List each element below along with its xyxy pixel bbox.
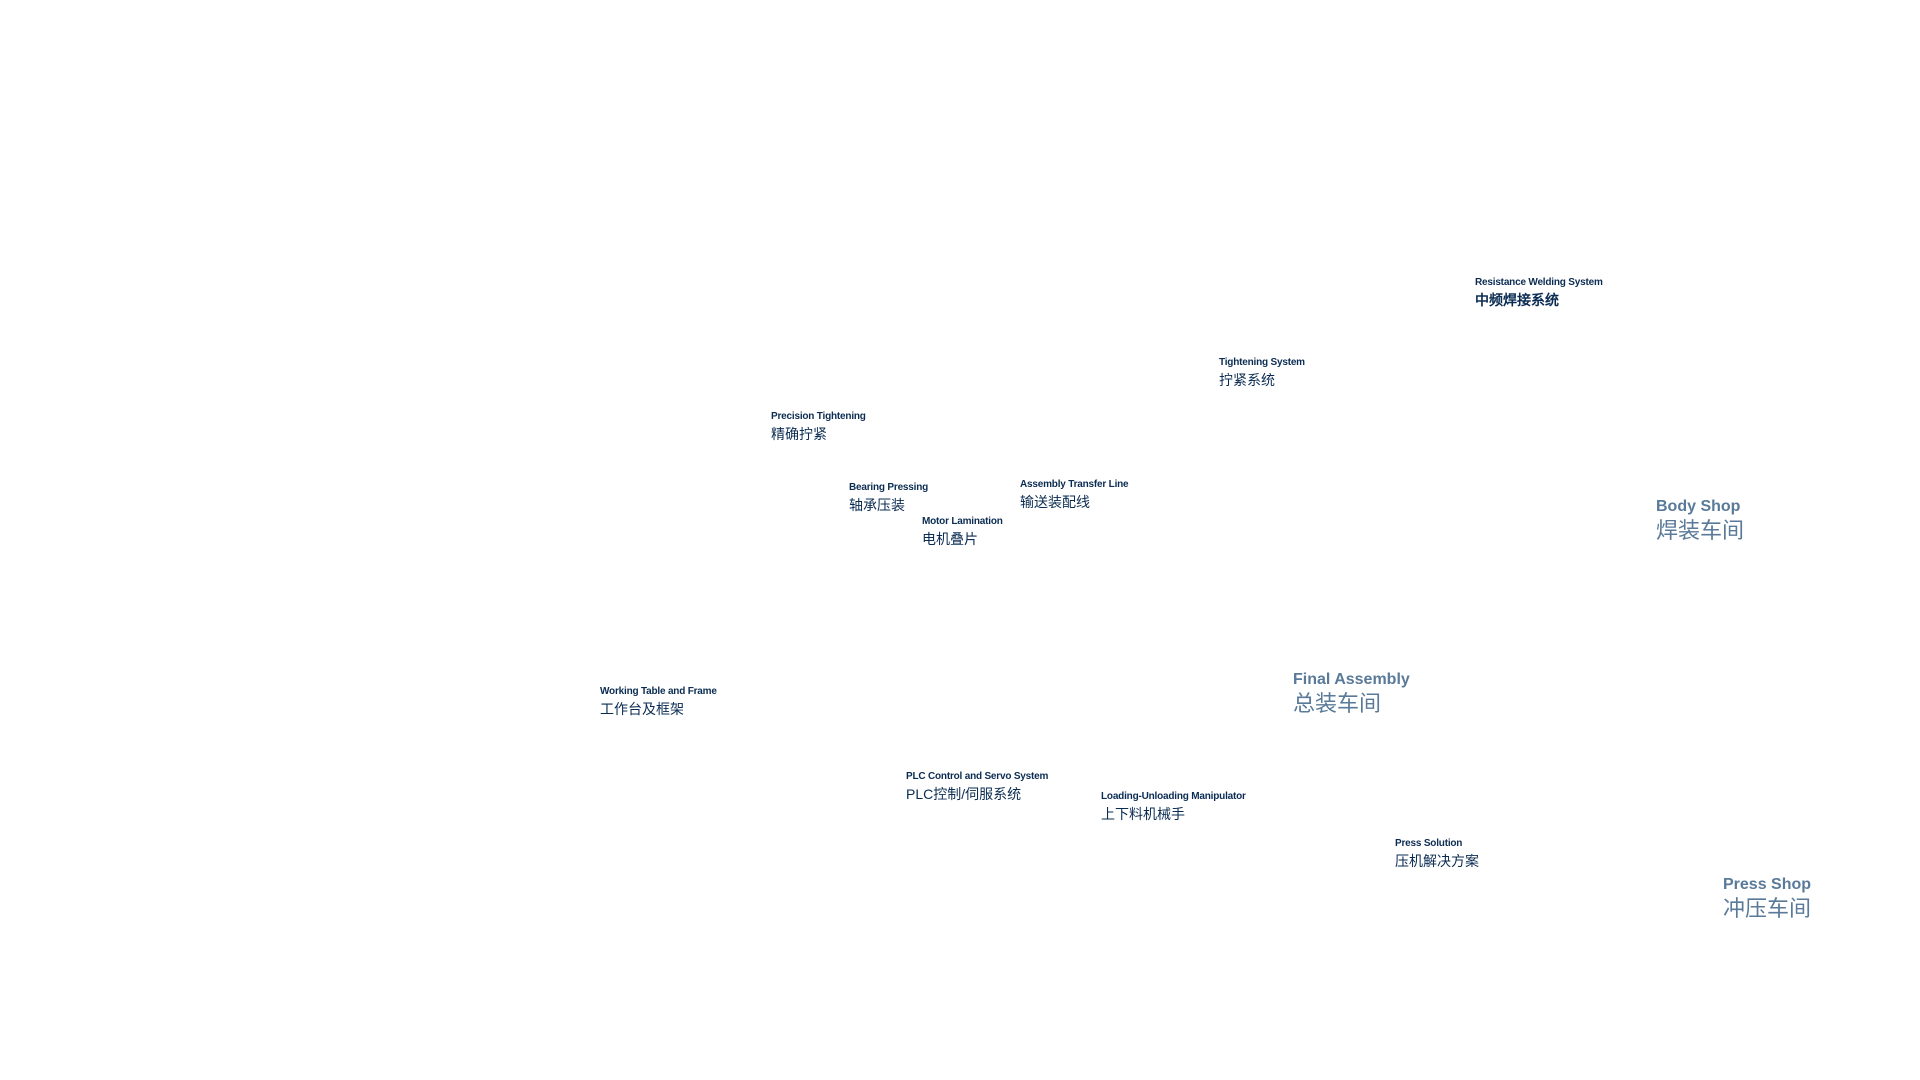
label-bearing-pressing-zh: 轴承压装 xyxy=(849,497,905,513)
label-motor-lamination-zh: 电机叠片 xyxy=(922,531,978,547)
zone-press-shop-en: Press Shop xyxy=(1723,876,1812,893)
label-bearing-pressing: Bearing Pressing 轴承压装 xyxy=(849,482,928,514)
label-plc-control: PLC Control and Servo System PLC控制/伺服系统 xyxy=(906,771,1048,803)
label-bearing-pressing-en: Bearing Pressing xyxy=(849,482,929,493)
label-resistance-welding-zh: 中频焊接系统 xyxy=(1475,292,1559,308)
label-precision-tightening: Precision Tightening 精确拧紧 xyxy=(771,411,866,443)
label-press-solution-en: Press Solution xyxy=(1395,838,1463,849)
zone-final-assembly-zh: 总装车间 xyxy=(1293,691,1382,717)
label-working-table-zh: 工作台及框架 xyxy=(600,701,684,717)
label-assembly-transfer-line-en: Assembly Transfer Line xyxy=(1020,479,1129,490)
label-loading-unloading: Loading-Unloading Manipulator 上下料机械手 xyxy=(1101,791,1246,823)
zone-body-shop-zh: 焊装车间 xyxy=(1656,518,1745,544)
label-precision-tightening-en: Precision Tightening xyxy=(771,411,866,422)
label-working-table-en: Working Table and Frame xyxy=(600,686,717,697)
label-plc-control-zh: PLC控制/伺服系统 xyxy=(906,786,1022,802)
label-resistance-welding: Resistance Welding System 中频焊接系统 xyxy=(1475,277,1603,309)
label-press-solution-zh: 压机解决方案 xyxy=(1395,853,1479,869)
label-tightening-system-zh: 拧紧系统 xyxy=(1219,372,1275,388)
label-loading-unloading-zh: 上下料机械手 xyxy=(1101,806,1185,822)
label-press-solution: Press Solution 压机解决方案 xyxy=(1395,838,1479,870)
label-working-table: Working Table and Frame 工作台及框架 xyxy=(600,686,717,718)
label-motor-lamination: Motor Lamination 电机叠片 xyxy=(922,516,1003,548)
zone-final-assembly: Final Assembly 总装车间 xyxy=(1293,670,1410,718)
zone-press-shop-zh: 冲压车间 xyxy=(1723,896,1812,922)
label-precision-tightening-zh: 精确拧紧 xyxy=(771,426,827,442)
zone-body-shop-en: Body Shop xyxy=(1656,498,1741,515)
label-tightening-system: Tightening System 拧紧系统 xyxy=(1219,357,1305,389)
label-resistance-welding-en: Resistance Welding System xyxy=(1475,277,1603,288)
zone-press-shop: Press Shop 冲压车间 xyxy=(1723,875,1811,923)
label-assembly-transfer-line-zh: 输送装配线 xyxy=(1020,494,1090,510)
label-motor-lamination-en: Motor Lamination xyxy=(922,516,1003,527)
label-loading-unloading-en: Loading-Unloading Manipulator xyxy=(1101,791,1246,802)
label-tightening-system-en: Tightening System xyxy=(1219,357,1305,368)
label-assembly-transfer-line: Assembly Transfer Line 输送装配线 xyxy=(1020,479,1129,511)
label-plc-control-en: PLC Control and Servo System xyxy=(906,771,1049,782)
zone-body-shop: Body Shop 焊装车间 xyxy=(1656,497,1744,545)
zone-final-assembly-en: Final Assembly xyxy=(1293,671,1410,688)
